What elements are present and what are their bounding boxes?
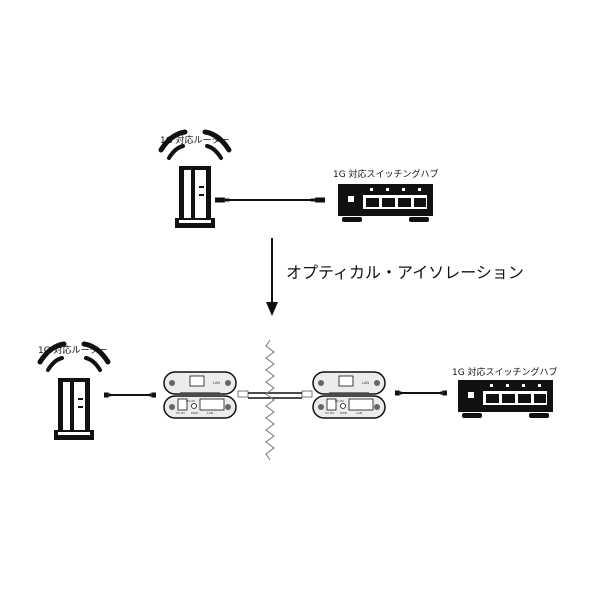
converter-voltage-label: 5V DC — [176, 411, 185, 415]
converter-lan-label: LAN — [362, 381, 369, 385]
top-switch-icon — [338, 184, 433, 222]
left-media-converter: LAN DC-IN 5V DC PWR LAN — [163, 371, 237, 419]
converter-lan2-label: LAN — [207, 411, 213, 415]
top-ethernet-cable-icon — [213, 196, 327, 204]
converter-pwr-label: PWR — [340, 411, 347, 415]
converter-voltage-label: 5V DC — [325, 411, 334, 415]
converter-dcin-label: DC-IN — [186, 399, 195, 403]
converter-dcin-label: DC-IN — [335, 399, 344, 403]
converter-lan2-label: LAN — [356, 411, 362, 415]
top-switch-label: 1G 対応スイッチングハブ — [333, 168, 439, 180]
right-media-converter: LAN DC-IN 5V DC PWR LAN — [312, 371, 386, 419]
optical-isolation-label: オプティカル・アイソレーション — [286, 263, 524, 282]
bottom-left-ethernet-cable-icon — [103, 391, 157, 399]
converter-lan-label: LAN — [213, 381, 220, 385]
top-router-icon — [161, 132, 229, 228]
bottom-switch-label: 1G 対応スイッチングハブ — [452, 366, 558, 378]
isolation-barrier-zigzag — [265, 339, 275, 461]
bottom-right-ethernet-cable-icon — [394, 389, 448, 397]
bottom-switch-icon — [458, 380, 553, 418]
converter-pwr-label: PWR — [191, 411, 198, 415]
bottom-router-icon — [40, 344, 108, 440]
fiber-optic-cable — [237, 390, 313, 399]
arrow-down-icon — [266, 302, 278, 316]
